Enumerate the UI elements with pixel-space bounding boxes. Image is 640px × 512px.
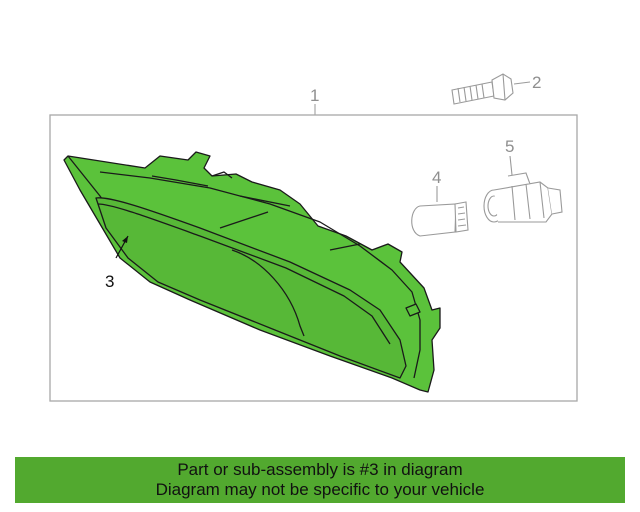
banner-line-1: Part or sub-assembly is #3 in diagram — [177, 460, 463, 479]
callout-4-label: 4 — [432, 168, 441, 187]
callout-5-label: 5 — [505, 137, 514, 156]
callout-2-leader — [513, 81, 531, 85]
banner-line-2: Diagram may not be specific to your vehi… — [155, 480, 485, 499]
info-banner: Part or sub-assembly is #3 in diagram Di… — [15, 457, 625, 503]
highlighted-lens-part — [63, 151, 441, 393]
callout-1-label: 1 — [310, 86, 319, 105]
parts-diagram: 1 2 4 5 3 — [49, 73, 578, 402]
socket-part — [483, 172, 563, 223]
callout-2-label: 2 — [532, 73, 541, 92]
bulb-part — [411, 201, 469, 237]
callout-5-leader — [509, 155, 513, 176]
assembly-frame — [49, 114, 578, 402]
screw-part — [451, 73, 514, 105]
callout-3-label: 3 — [105, 272, 114, 291]
callout-3-arrowhead — [122, 236, 128, 243]
